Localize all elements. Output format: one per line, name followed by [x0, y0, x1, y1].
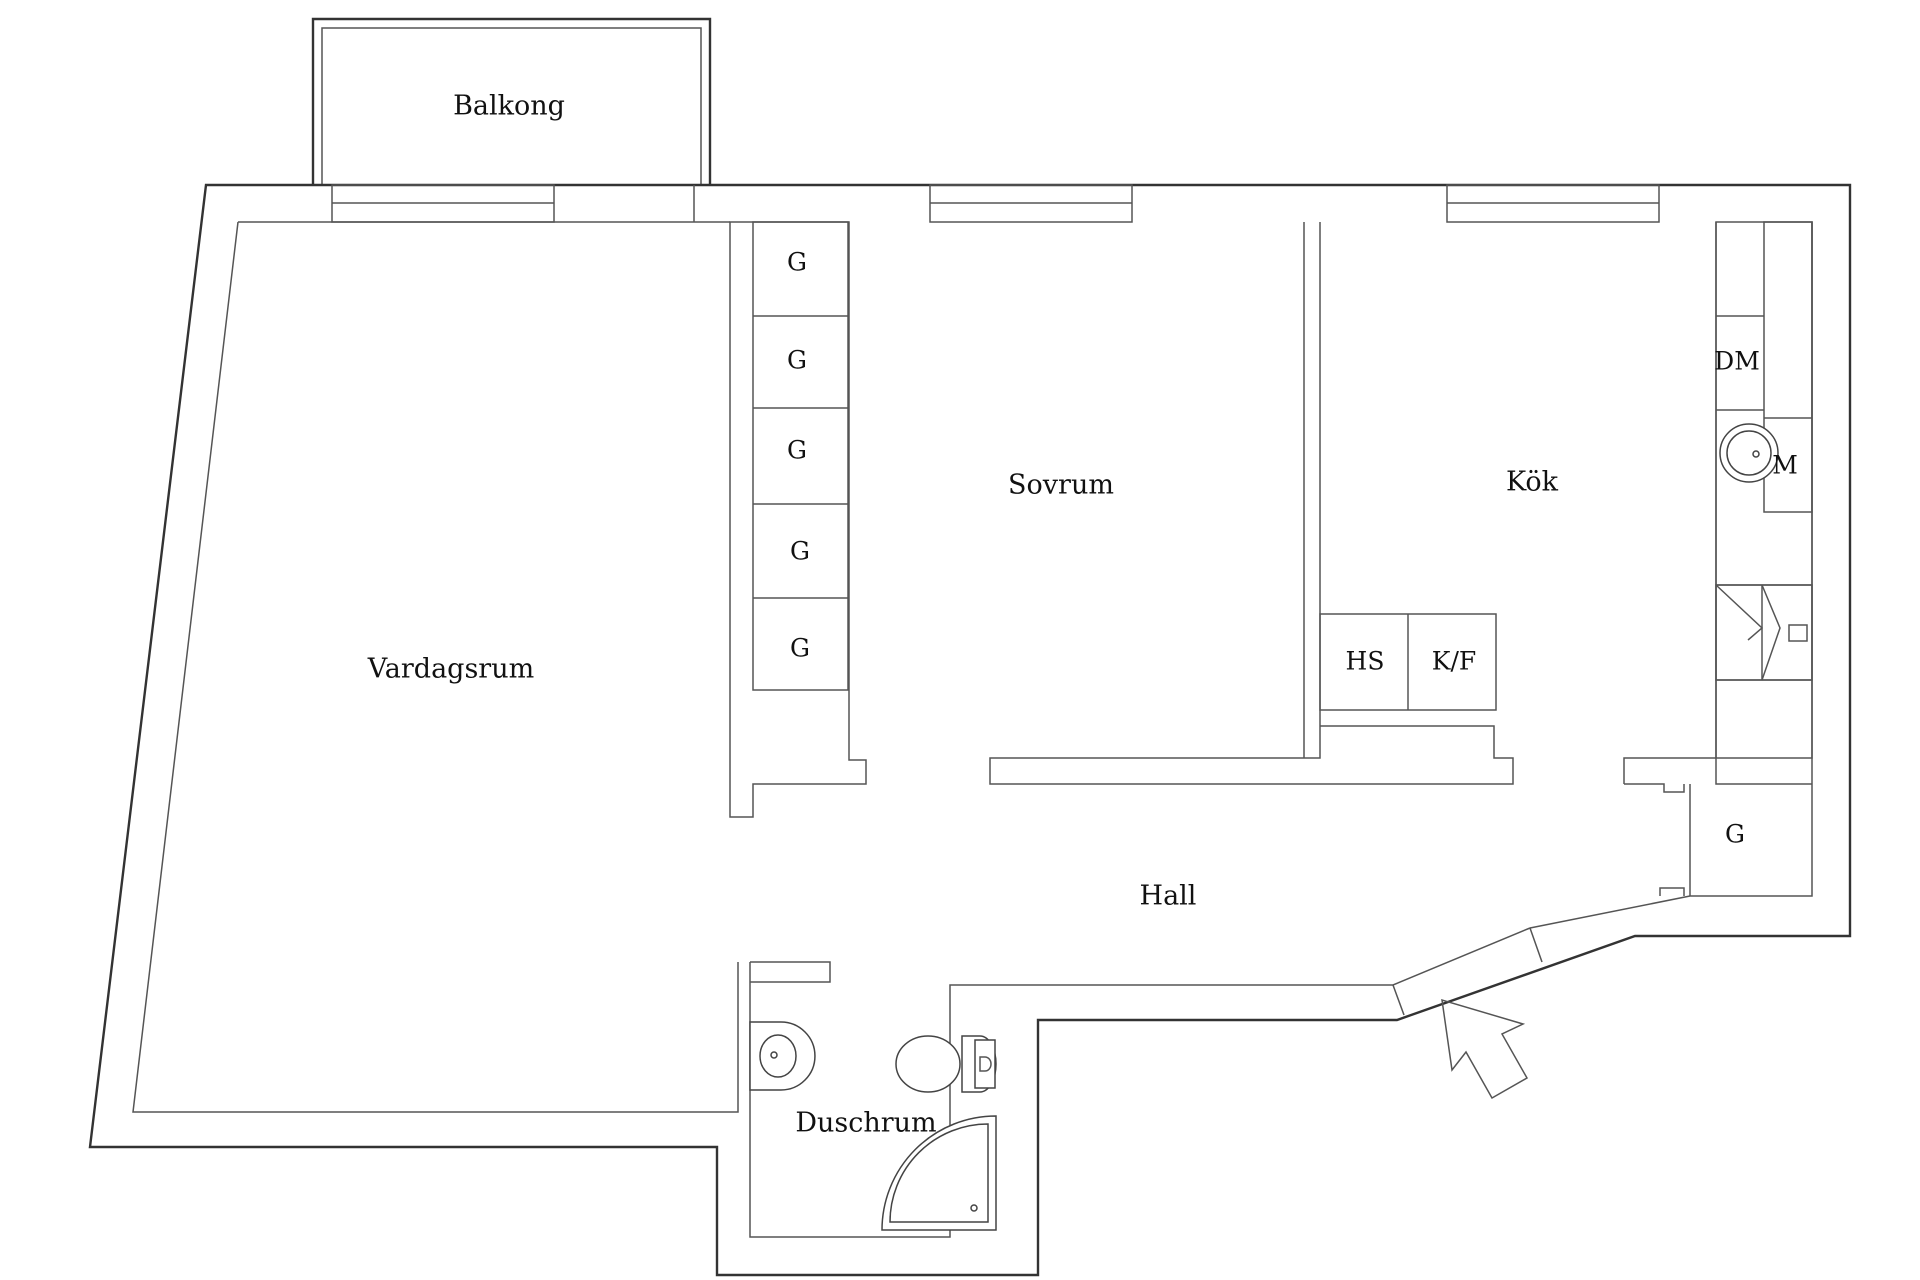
wardrobe-label: G — [790, 537, 810, 566]
window-living — [331, 184, 555, 223]
room-label-balcony: Balkong — [453, 91, 565, 122]
kitchen-counter — [1715, 221, 1813, 759]
outer-wall — [88, 183, 1852, 1277]
window-kitchen — [1446, 184, 1660, 223]
sink-icon — [1719, 423, 1779, 483]
tall-cabinet-label: HS — [1346, 647, 1385, 676]
room-label-shower-room: Duschrum — [795, 1108, 936, 1139]
entrance-arrow-icon — [1441, 998, 1529, 1100]
shower-tray-icon — [881, 1115, 997, 1231]
wardrobe-label: G — [790, 634, 810, 663]
dishwasher-label: DM — [1714, 347, 1760, 376]
balcony — [311, 17, 712, 185]
room-label-hall: Hall — [1140, 881, 1197, 912]
room-label-kitchen: Kök — [1506, 467, 1559, 498]
bedroom-wardrobes — [752, 221, 849, 691]
wall-living-bedroom — [729, 221, 867, 818]
wardrobe-label: G — [1725, 820, 1745, 849]
wardrobe-label: G — [787, 346, 807, 375]
wardrobe-label: G — [787, 248, 807, 277]
wardrobe-label: G — [787, 436, 807, 465]
toilet-icon — [895, 1035, 997, 1093]
window-bedroom — [929, 184, 1133, 223]
microwave-label: M — [1772, 451, 1798, 480]
wall-kitchen-hall — [1320, 725, 1812, 793]
room-label-bedroom: Sovrum — [1008, 470, 1114, 501]
kitchen-tall-units — [1319, 613, 1497, 711]
hall-closet — [1659, 784, 1691, 896]
fridge-freezer-label: K/F — [1432, 647, 1476, 676]
stove-icon — [1715, 584, 1813, 681]
entry-jamb — [1392, 927, 1543, 1016]
sink-icon — [749, 1021, 816, 1091]
wall-bedroom-kitchen — [989, 222, 1321, 785]
room-label-living-room: Vardagsrum — [367, 654, 534, 685]
